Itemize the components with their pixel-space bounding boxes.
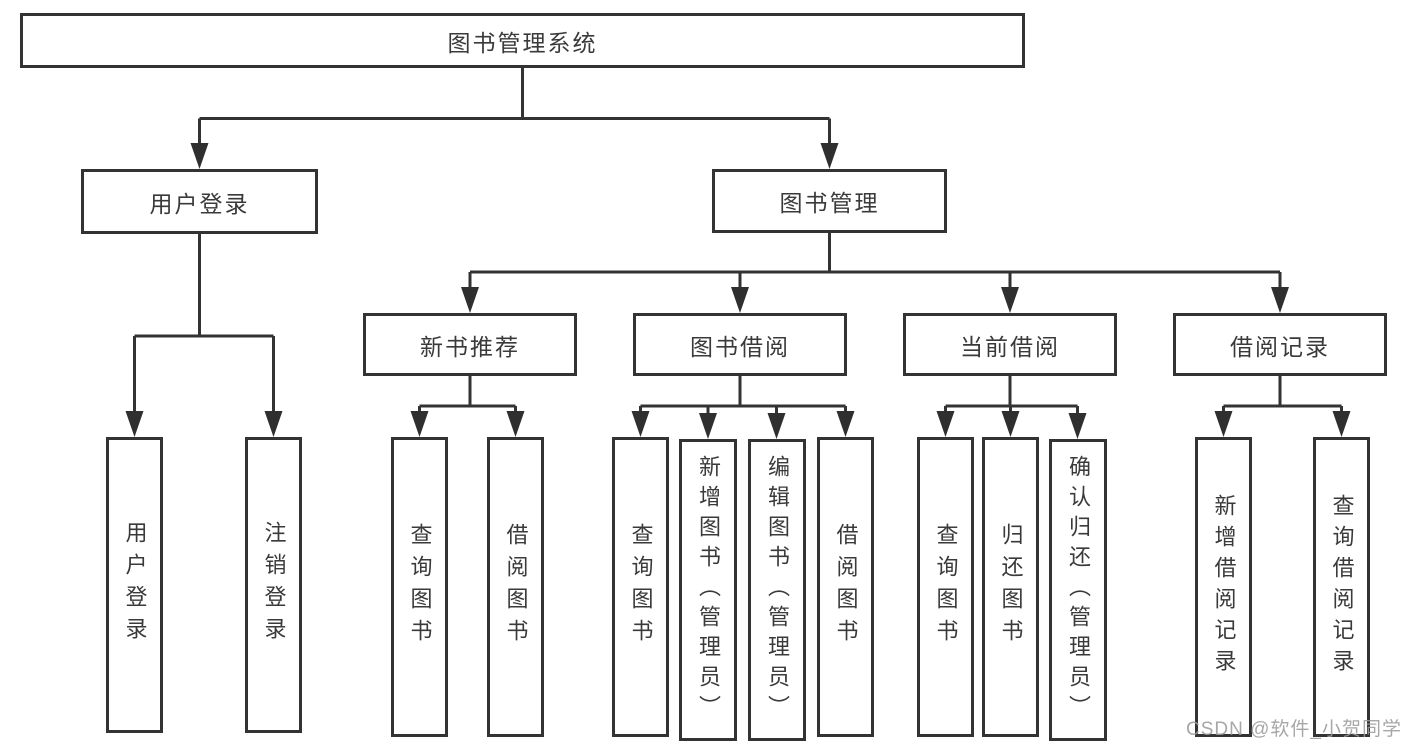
- leaf-confirm-return-admin: 确认归还（管理员）: [1049, 439, 1107, 741]
- arrowheads-level2: [190, 143, 839, 169]
- leaf-query-borrow-record: 查询借阅记录: [1313, 437, 1370, 737]
- arrowheads-level3: [461, 287, 1289, 313]
- edge-borrow-record-children: [1222, 376, 1343, 414]
- leaf-borrow-books: 借阅图书: [817, 437, 874, 737]
- leaf-edit-books-admin-label: 编辑图书（管理员）: [765, 455, 790, 725]
- arrowheads-book-borrow-children: [631, 411, 855, 439]
- leaf-add-borrow-record-label: 新增借阅记录: [1211, 494, 1237, 680]
- leaf-newbook-query-books-label: 查询图书: [407, 523, 433, 651]
- node-user-login-label: 用户登录: [149, 190, 250, 217]
- node-new-book-recommend-label: 新书推荐: [420, 333, 520, 360]
- edge-book-mgmt-to-level3: [468, 233, 1282, 290]
- edge-new-book-children: [418, 376, 517, 414]
- leaf-confirm-return-admin-label: 确认归还（管理员）: [1066, 455, 1091, 725]
- edge-book-borrow-children: [639, 376, 847, 414]
- leaf-add-books-admin: 新增图书（管理员）: [679, 439, 737, 741]
- leaf-current-query-books-label: 查询图书: [933, 523, 959, 651]
- leaf-logout-label: 注销登录: [261, 521, 287, 649]
- leaf-newbook-borrow-books-label: 借阅图书: [503, 523, 529, 651]
- leaf-add-borrow-record: 新增借阅记录: [1195, 437, 1252, 737]
- node-book-management-label: 图书管理: [779, 190, 880, 216]
- leaf-return-books-label: 归还图书: [998, 523, 1024, 651]
- leaf-borrow-query-books: 查询图书: [612, 437, 669, 737]
- node-current-borrowing-label: 当前借阅: [960, 333, 1060, 360]
- node-borrow-records-label: 借阅记录: [1230, 333, 1330, 360]
- leaf-return-books: 归还图书: [982, 437, 1039, 737]
- arrowheads-current-borrow-children: [936, 411, 1087, 439]
- leaf-borrow-books-label: 借阅图书: [833, 523, 859, 651]
- arrowheads-borrow-record-children: [1214, 411, 1351, 437]
- node-current-borrowing: 当前借阅: [903, 313, 1117, 376]
- leaf-user-login: 用户登录: [106, 437, 163, 733]
- node-borrow-records: 借阅记录: [1173, 313, 1387, 376]
- leaf-logout: 注销登录: [245, 437, 302, 733]
- leaf-newbook-borrow-books: 借阅图书: [487, 437, 544, 737]
- node-root-system-label: 图书管理系统: [447, 29, 598, 56]
- leaf-user-login-label: 用户登录: [122, 521, 148, 649]
- node-book-borrowing: 图书借阅: [633, 313, 847, 376]
- edge-root-to-level2: [198, 68, 831, 146]
- csdn-watermark: CSDN @软件_小贺同学: [1186, 719, 1402, 740]
- leaf-borrow-query-books-label: 查询图书: [628, 523, 654, 651]
- node-book-management: 图书管理: [712, 169, 947, 233]
- arrowheads-user-login-children: [125, 411, 283, 437]
- node-user-login: 用户登录: [81, 169, 318, 234]
- leaf-edit-books-admin: 编辑图书（管理员）: [748, 439, 806, 741]
- node-root-system: 图书管理系统: [20, 13, 1025, 68]
- node-book-borrowing-label: 图书借阅: [690, 333, 790, 360]
- edge-user-login-children: [133, 234, 275, 414]
- leaf-query-borrow-record-label: 查询借阅记录: [1329, 494, 1355, 680]
- leaf-add-books-admin-label: 新增图书（管理员）: [696, 455, 721, 725]
- arrowheads-new-book-children: [410, 411, 525, 437]
- leaf-newbook-query-books: 查询图书: [391, 437, 448, 737]
- node-new-book-recommend: 新书推荐: [363, 313, 577, 376]
- leaf-current-query-books: 查询图书: [917, 437, 974, 737]
- edge-current-borrow-children: [944, 376, 1079, 414]
